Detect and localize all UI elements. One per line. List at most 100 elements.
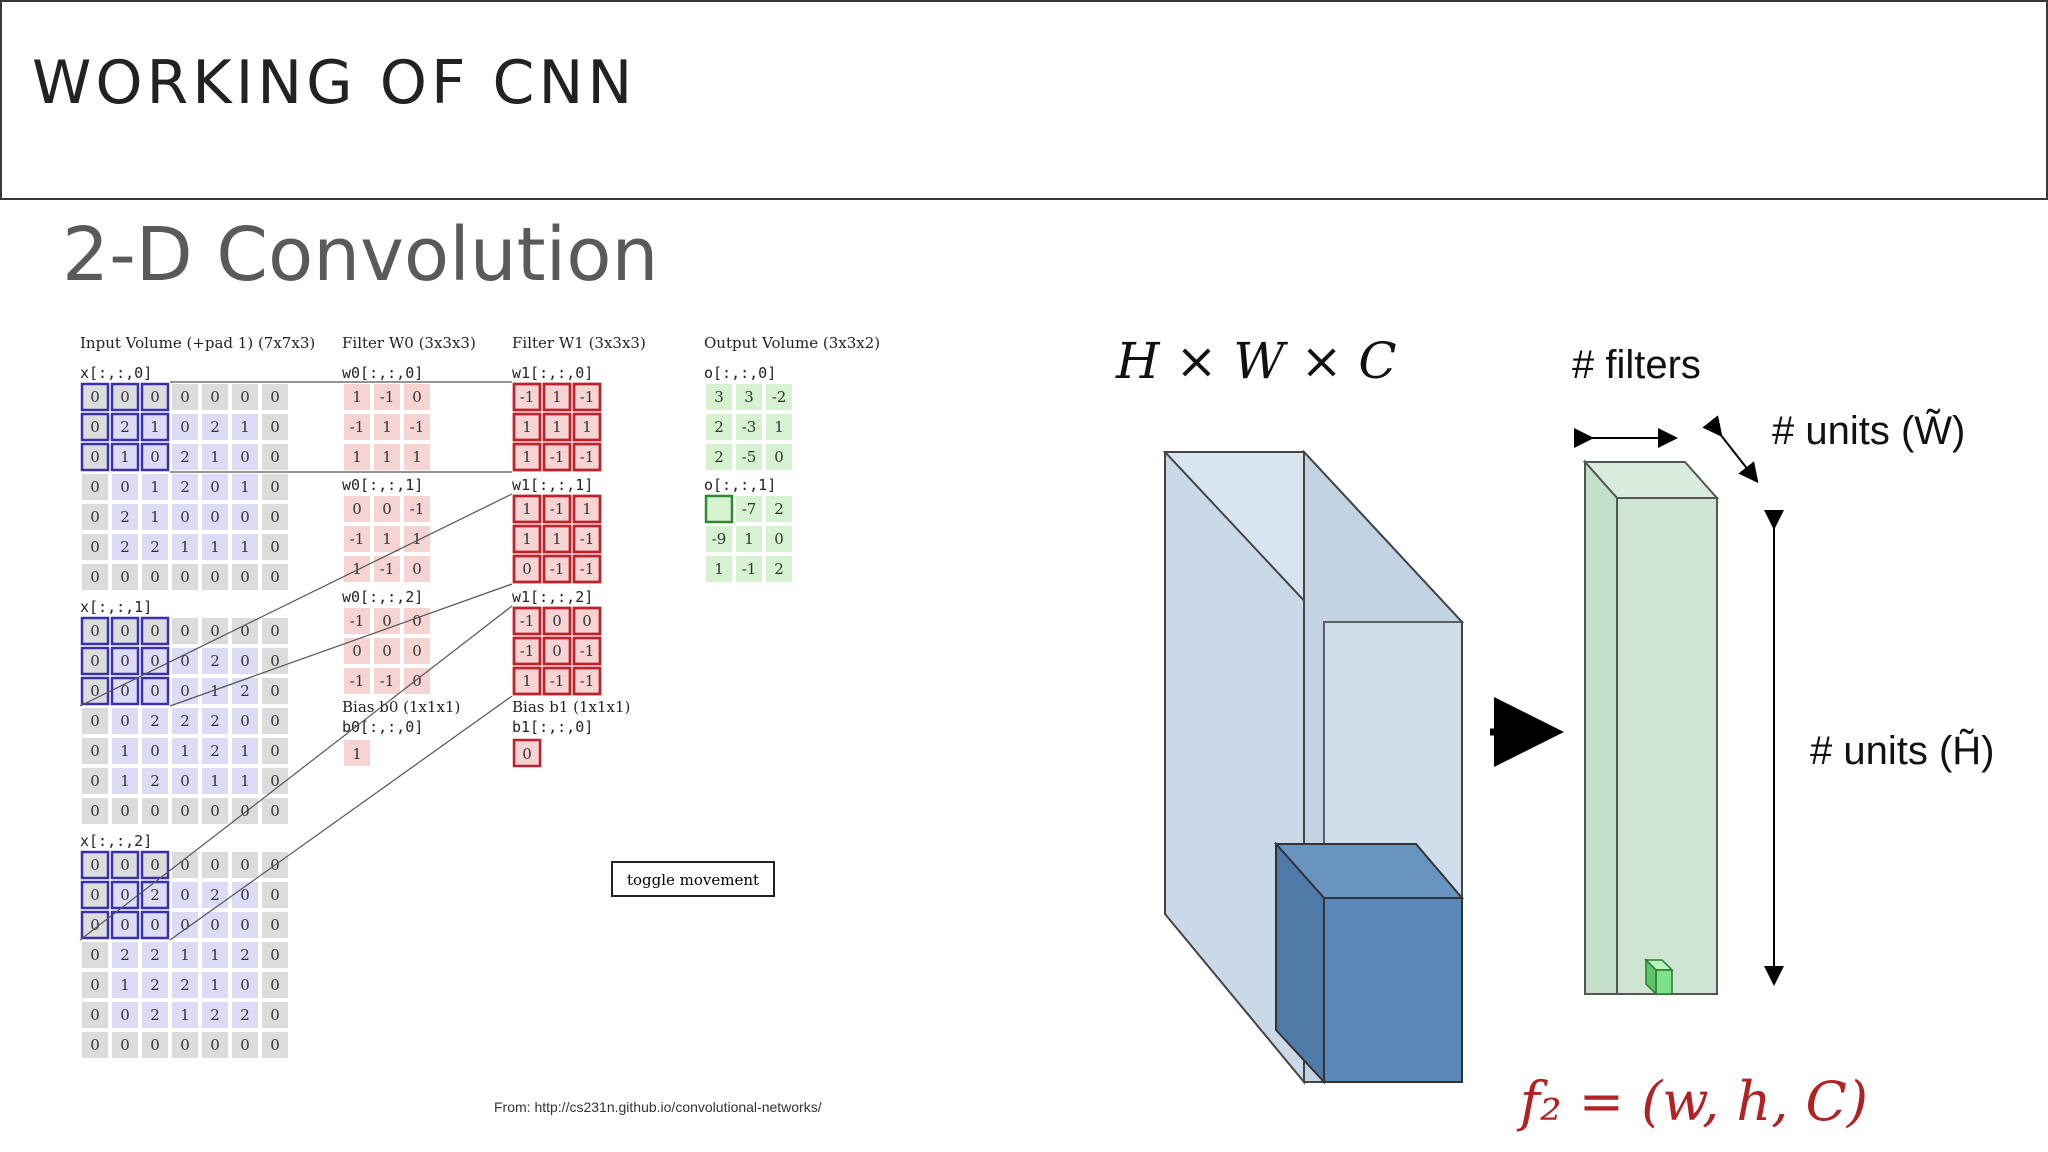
output-slice-0-cell — [706, 414, 732, 440]
input-slice-0-value: 1 — [240, 478, 250, 496]
input-slice-2-value: 2 — [180, 976, 190, 994]
output-active-cell — [704, 494, 734, 524]
input-slice-2-value: 0 — [180, 886, 190, 904]
input-slice-1-cell — [80, 676, 110, 706]
input-slice-1-cell — [142, 708, 168, 734]
input-slice-1-value: 0 — [270, 682, 280, 700]
input-slice-0-cell — [110, 412, 140, 442]
input-slice-0-value: 0 — [150, 388, 160, 406]
input-slice-1-value: 0 — [210, 802, 220, 820]
input-slice-1-cell — [110, 646, 140, 676]
input-slice-2-value: 0 — [240, 976, 250, 994]
input-slice-0-cell — [142, 474, 168, 500]
filter-w1-slice-label: w1[:,:,1] — [512, 476, 593, 494]
filter-w1-cell-outline — [572, 382, 602, 412]
input-slice-2-value: 0 — [270, 886, 280, 904]
filter-w0-slice-1-cell — [374, 556, 400, 582]
filter-w0-slice-2-value: 0 — [382, 642, 392, 660]
input-slice-1-value: 0 — [90, 802, 100, 820]
input-slice-0-value: 0 — [270, 568, 280, 586]
bias-b0-value: 1 — [352, 745, 362, 763]
filter-w0-slice-1-cell — [344, 496, 370, 522]
input-slice-0-cell — [140, 382, 170, 412]
input-slice-1-value: 0 — [120, 652, 130, 670]
filter-w0-slice-0-cell — [374, 414, 400, 440]
input-slice-0-value: 1 — [240, 418, 250, 436]
input-slice-0-value: 1 — [210, 448, 220, 466]
input-slice-0-cell — [112, 564, 138, 590]
output-slice-0-cell — [736, 414, 762, 440]
input-slice-2-value: 0 — [90, 1006, 100, 1024]
units-w-label: # units (W̃) — [1772, 408, 1965, 453]
input-slice-0-cell — [172, 534, 198, 560]
input-slice-2-cell — [110, 850, 140, 880]
filter-w1-cell-outline — [512, 636, 542, 666]
input-slice-0-value: 0 — [240, 568, 250, 586]
filter-w0-slice-1-cell — [404, 526, 430, 552]
input-slice-1-value: 0 — [120, 682, 130, 700]
input-slice-0-cell — [202, 444, 228, 470]
input-slice-0-cell — [262, 534, 288, 560]
filter-w0-slice-1-value: 1 — [352, 560, 362, 578]
filter-w0-slice-2-value: 0 — [382, 612, 392, 630]
filter-w0-slice-1-value: 1 — [412, 530, 422, 548]
filter-w0-slice-2-value: 0 — [412, 672, 422, 690]
filter-w0-slice-1-value: 0 — [382, 500, 392, 518]
input-slice-1-cell — [202, 768, 228, 794]
input-slice-0-cell — [232, 384, 258, 410]
input-slice-1-cell — [112, 738, 138, 764]
input-slice-0-cell — [172, 384, 198, 410]
input-slice-0-value: 0 — [210, 508, 220, 526]
output-slice-0-value: 3 — [714, 388, 724, 406]
input-slice-0-cell — [262, 474, 288, 500]
input-slice-2-cell — [202, 882, 228, 908]
input-slice-1-cell — [202, 708, 228, 734]
input-slice-0-value: 0 — [120, 568, 130, 586]
input-slice-0-value: 0 — [270, 478, 280, 496]
output-slice-0-value: 2 — [714, 448, 724, 466]
input-slice-2-value: 0 — [240, 1036, 250, 1054]
filter-w1-cell-outline — [542, 382, 572, 412]
bias-b1-value: 0 — [522, 745, 532, 763]
kernel-cube-front — [1323, 897, 1463, 1083]
bias-b1-slice: b1[:,:,0] — [512, 718, 593, 736]
input-slice-0-value: 0 — [90, 478, 100, 496]
input-slice-1-cell — [142, 738, 168, 764]
input-slice-0-value: 2 — [180, 478, 190, 496]
input-slice-0-cell — [142, 504, 168, 530]
source-note: From: http://cs231n.github.io/convolutio… — [494, 1099, 822, 1115]
output-slice-0-value: -3 — [742, 418, 757, 436]
input-slice-1-value: 0 — [90, 622, 100, 640]
filter-w1-cell-outline — [542, 412, 572, 442]
input-slice-1-cell — [202, 738, 228, 764]
input-slice-0-value: 0 — [210, 568, 220, 586]
bias-b0-cell — [344, 740, 370, 766]
filter-w1-cell-outline — [542, 636, 572, 666]
filter-w1-cell-outline — [572, 524, 602, 554]
input-slice-0-value: 2 — [120, 538, 130, 556]
filter-w0-slice-0-value: 1 — [412, 448, 422, 466]
connection-line — [169, 583, 513, 707]
input-slice-1-cell — [172, 738, 198, 764]
kernel-formula: f₂ = (w, h, C) — [1516, 1070, 1868, 1133]
input-slice-0-cell — [112, 504, 138, 530]
input-slice-1-cell — [110, 616, 140, 646]
input-slice-2-cell — [172, 882, 198, 908]
filter-w1-slice-0-value: -1 — [580, 448, 595, 466]
filter-w0-slice-1-cell — [404, 556, 430, 582]
input-slice-2-value: 0 — [150, 1036, 160, 1054]
input-slice-1-value: 1 — [210, 682, 220, 700]
input-slice-2-cell — [202, 942, 228, 968]
input-slice-2-value: 1 — [180, 1006, 190, 1024]
filter-w1-slice-0-value: -1 — [550, 448, 565, 466]
filter-w1-cell-outline — [512, 442, 542, 472]
toggle-movement-button[interactable]: toggle movement — [611, 861, 775, 897]
input-slice-0-value: 0 — [270, 388, 280, 406]
output-cell-side — [1645, 958, 1657, 996]
input-slice-2-value: 2 — [120, 946, 130, 964]
bias-b1-label: Bias b1 (1x1x1) — [512, 698, 630, 716]
output-slice-1-value: 1 — [714, 560, 724, 578]
connection-line — [169, 695, 513, 941]
connection-line — [79, 605, 513, 941]
input-slice-2-cell — [202, 1032, 228, 1058]
